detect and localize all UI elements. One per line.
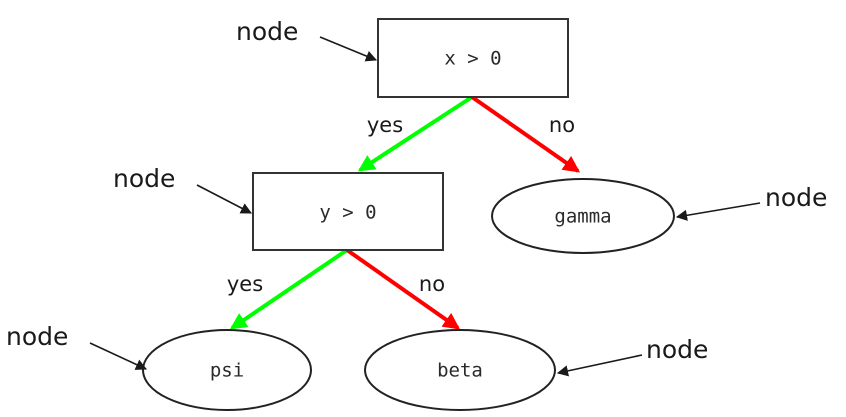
annotation-second: node (113, 164, 252, 214)
edge-label-group: yes no yes no (227, 113, 575, 296)
node-root-box[interactable] (377, 18, 569, 98)
annotation-gamma: node (675, 183, 827, 221)
edge-root-no (470, 95, 581, 173)
node-gamma-ellipse[interactable] (491, 178, 675, 254)
annotation-leader-root (319, 36, 378, 62)
node-root-label: x > 0 (444, 48, 501, 70)
annotation-label-psi: node (6, 322, 68, 351)
node-psi-ellipse[interactable] (142, 329, 312, 411)
edge-group (229, 95, 581, 330)
annotation-label-gamma: node (765, 183, 827, 212)
annotation-label-root: node (236, 17, 298, 46)
annotation-leader-second (196, 184, 252, 214)
annotation-psi: node (6, 322, 148, 370)
edge-label-root-yes: yes (367, 113, 403, 137)
edge-second-yes (229, 248, 349, 330)
annotation-leader-psi (89, 342, 148, 370)
edge-label-second-yes: yes (227, 272, 263, 296)
annotation-leader-beta (556, 354, 643, 377)
node-root[interactable]: x > 0 (377, 18, 569, 98)
annotation-beta: node (556, 335, 708, 377)
node-second-box[interactable] (252, 172, 444, 251)
annotation-root: node (236, 17, 378, 62)
node-beta-ellipse[interactable] (364, 329, 556, 411)
annotation-leader-gamma (675, 202, 761, 221)
edge-label-root-no: no (549, 113, 575, 137)
node-second[interactable]: y > 0 (252, 172, 444, 251)
annotation-label-second: node (113, 164, 175, 193)
edge-root-yes (357, 95, 474, 172)
node-gamma-label: gamma (554, 206, 611, 228)
node-gamma[interactable]: gamma (491, 178, 675, 254)
node-beta-label: beta (437, 360, 483, 382)
edge-second-no (345, 248, 461, 330)
node-psi[interactable]: psi (142, 329, 312, 411)
node-psi-label: psi (210, 360, 244, 382)
node-beta[interactable]: beta (364, 329, 556, 411)
annotation-label-beta: node (646, 335, 708, 364)
edge-label-second-no: no (419, 272, 445, 296)
node-second-label: y > 0 (319, 202, 376, 224)
